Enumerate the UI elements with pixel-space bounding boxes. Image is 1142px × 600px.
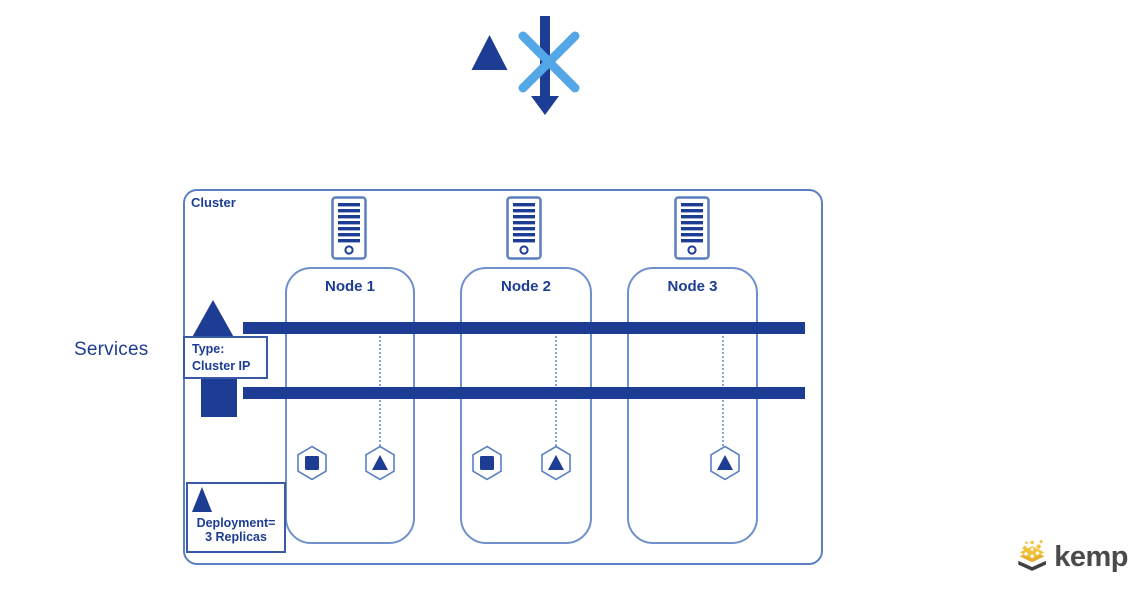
server-icon-node-2 [506,196,542,260]
pod-triangle-icon [365,445,395,481]
node-box-1: Node 1 [285,267,415,544]
node-2-label: Node 2 [500,278,551,295]
blocked-ingress-icon [471,16,580,115]
service-type-line2: Cluster IP [192,358,251,373]
kemp-logo-text: kemp [1054,541,1128,573]
deployment-triangle-icon [192,487,212,512]
pod-square-icon [472,445,502,481]
deployment-line2: 3 Replicas [205,530,267,545]
service-type-line1: Type: [192,342,225,356]
service-type-box: Type: Cluster IP [183,336,268,379]
service-bar-bottom [243,387,805,399]
pod-triangle-icon [471,35,508,70]
node-1-label: Node 1 [324,278,375,295]
server-icon-node-3 [674,196,710,260]
cluster-label: Cluster [191,195,236,210]
deployment-box: Deployment= 3 Replicas [186,482,286,553]
services-label: Services [74,339,149,360]
deployment-label: Deployment= 3 Replicas [188,516,284,545]
node-box-3: Node 3 [627,267,758,544]
deployment-line1: Deployment= [196,516,276,530]
blocked-x-icon [518,31,580,93]
kemp-logo-icon [1018,539,1046,571]
pod-square-icon [297,445,327,481]
arrow-head [531,96,559,115]
node-3-label: Node 3 [667,278,718,295]
pod-triangle-icon [710,445,740,481]
kemp-logo: kemp [1016,533,1128,581]
service-bar-top [243,322,805,334]
pod-triangle-icon [541,445,571,481]
server-icon-node-1 [331,196,367,260]
node-box-2: Node 2 [460,267,592,544]
